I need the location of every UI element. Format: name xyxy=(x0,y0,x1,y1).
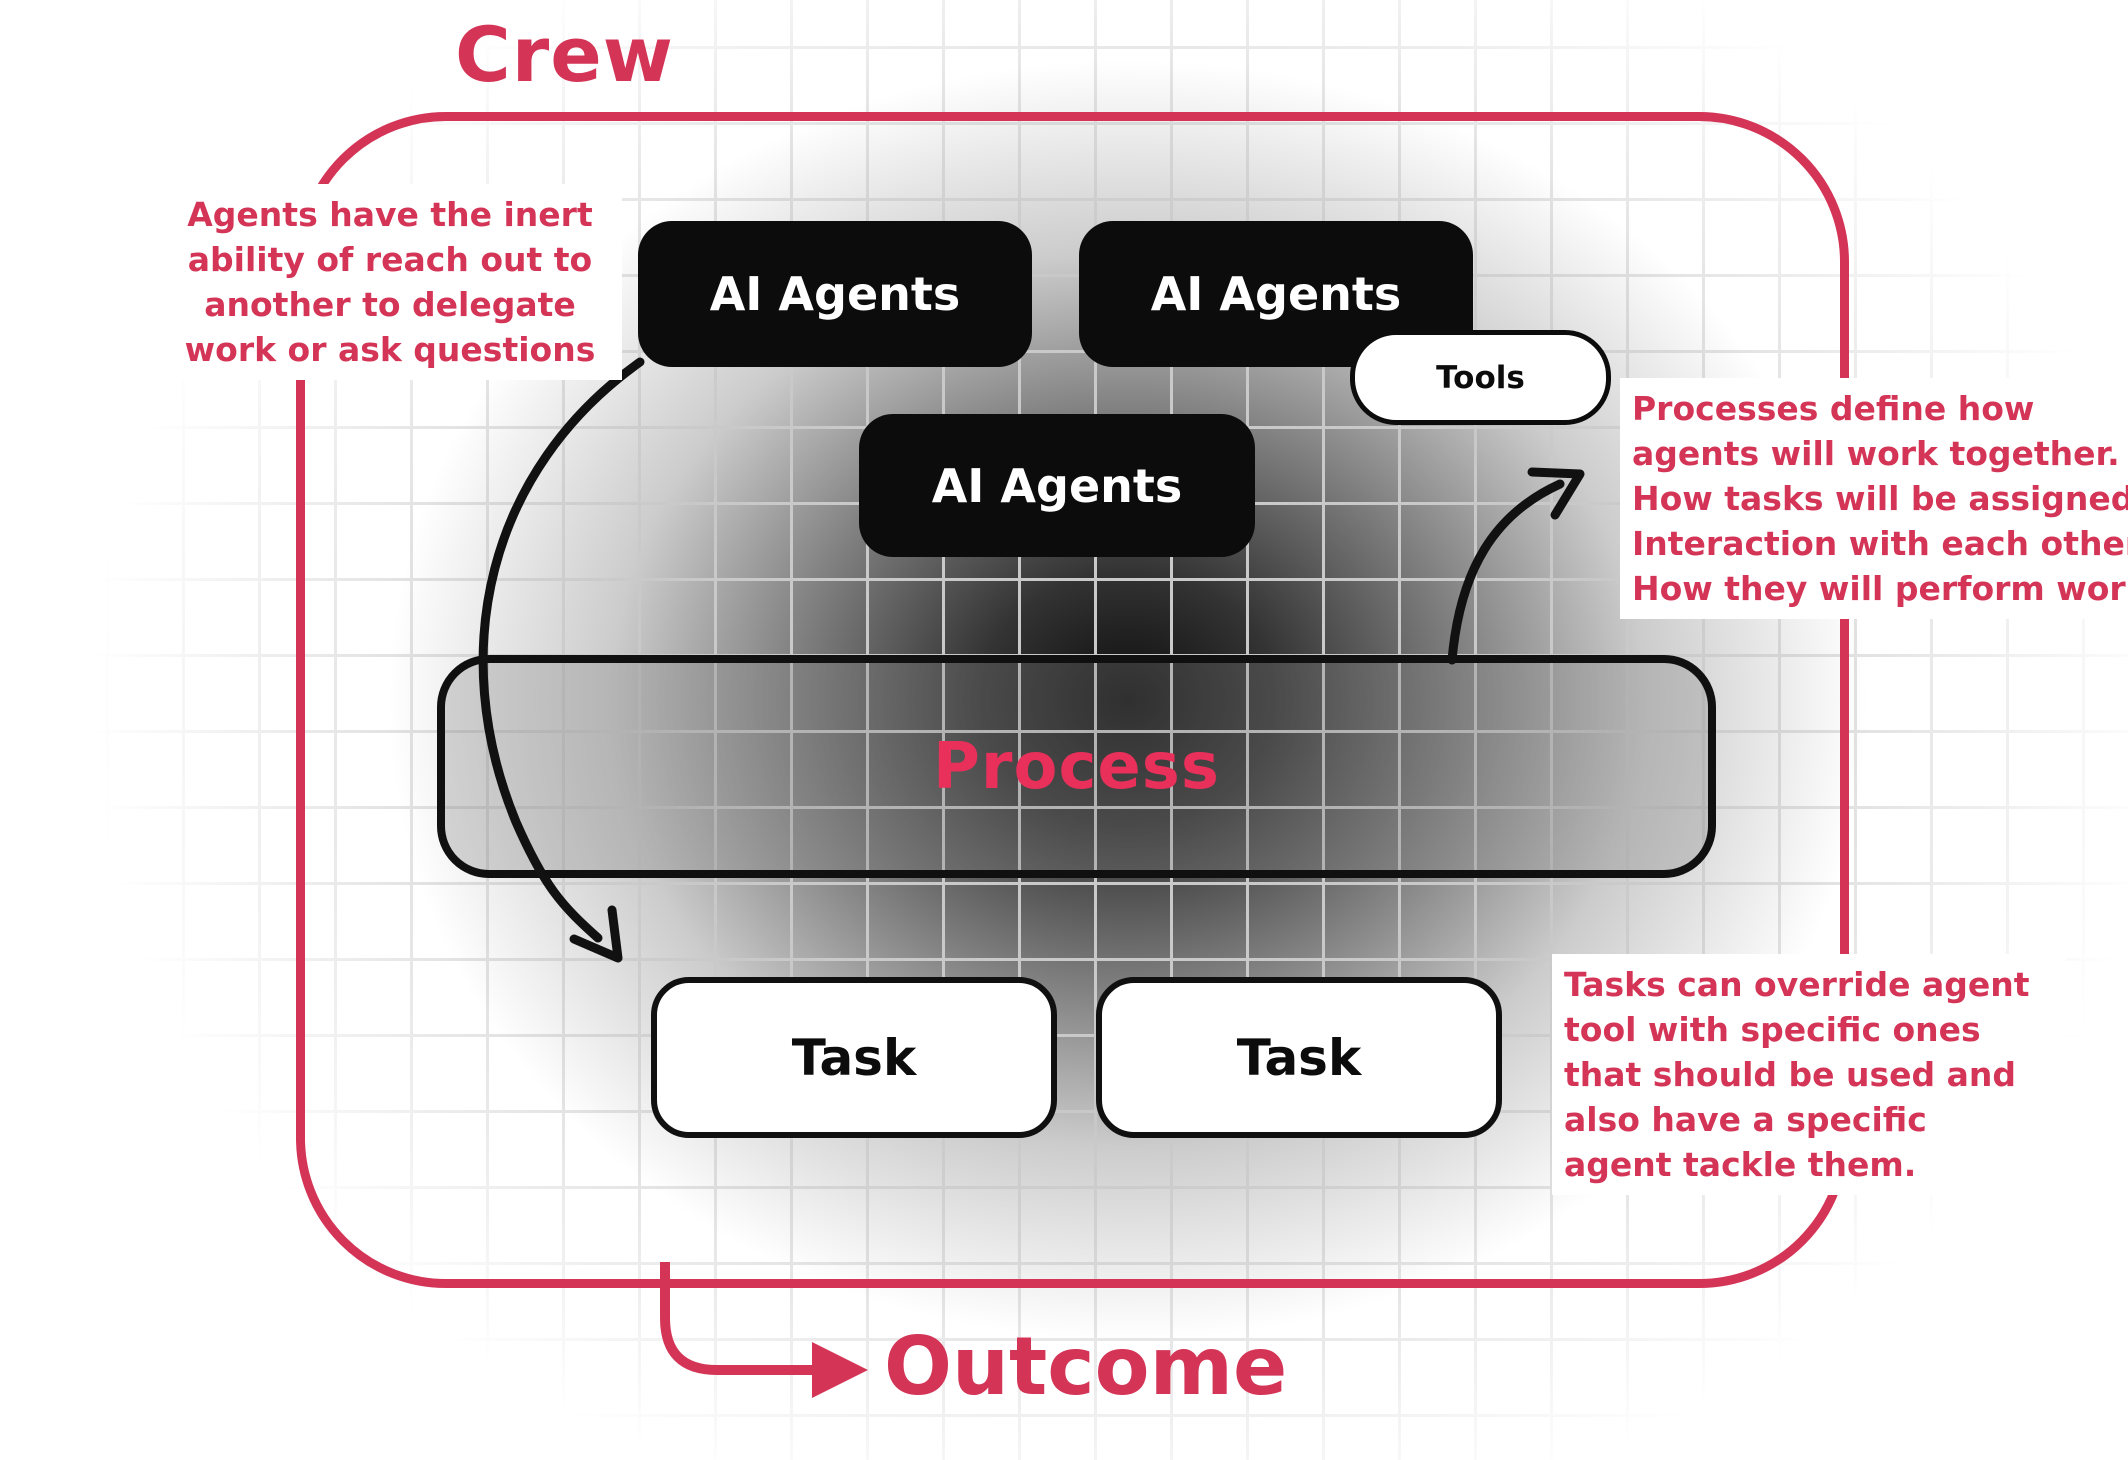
tools-pill: Tools xyxy=(1350,330,1611,425)
note-task-override: Tasks can override agent tool with speci… xyxy=(1552,954,2066,1195)
note-agents-delegation: Agents have the inert ability of reach o… xyxy=(158,184,622,380)
outcome-label: Outcome xyxy=(884,1320,1288,1413)
ai-agents-box-1: AI Agents xyxy=(638,221,1032,367)
ai-agents-box-3: AI Agents xyxy=(859,414,1255,557)
crew-label: Crew xyxy=(455,10,675,99)
task-box-1: Task xyxy=(651,977,1057,1138)
process-box: Process xyxy=(437,655,1716,878)
task-box-2: Task xyxy=(1096,977,1502,1138)
crew-boundary xyxy=(296,112,1849,1288)
note-process-definition: Processes define how agents will work to… xyxy=(1620,378,2128,619)
